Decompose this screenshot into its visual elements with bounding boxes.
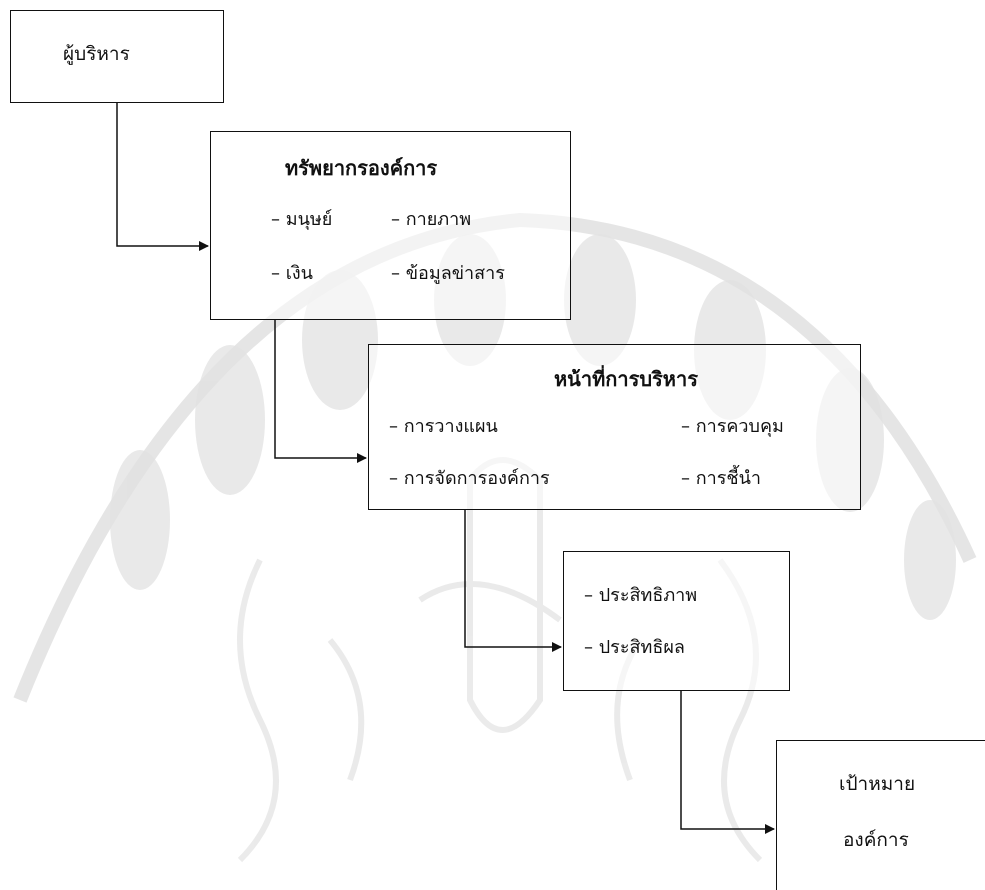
management-functions-title: หน้าที่การบริหาร: [554, 367, 698, 391]
connector-functions-to-outcomes: [464, 510, 562, 652]
outcome-item-effectiveness: – ประสิทธิผล: [584, 637, 685, 658]
goal-line-1: เป้าหมาย: [839, 773, 916, 795]
resources-title: ทรัพยากรองค์การ: [285, 156, 438, 180]
connector-resources-to-functions: [274, 320, 367, 463]
outcomes-box: – ประสิทธิภาพ – ประสิทธิผล: [563, 551, 790, 691]
executive-box: ผู้บริหาร: [10, 10, 224, 103]
resource-item-physical: – กายภาพ: [391, 209, 472, 230]
connector-outcomes-to-goal: [680, 691, 775, 834]
function-item-planning: – การวางแผน: [389, 416, 498, 437]
resource-item-information: – ข้อมูลข่าสาร: [391, 263, 505, 284]
resource-item-money: – เงิน: [271, 263, 313, 284]
executive-label: ผู้บริหาร: [63, 43, 130, 65]
resource-item-human: – มนุษย์: [271, 209, 333, 230]
function-item-leading: – การชี้นำ: [681, 468, 762, 489]
function-item-controlling: – การควบคุม: [681, 416, 784, 437]
resources-box: ทรัพยากรองค์การ – มนุษย์ – กายภาพ – เงิน…: [210, 131, 571, 320]
goal-line-2: องค์การ: [843, 829, 909, 851]
function-item-organizing: – การจัดการองค์การ: [389, 468, 550, 489]
management-functions-box: หน้าที่การบริหาร – การวางแผน – การควบคุม…: [368, 344, 861, 510]
organizational-goal-box: เป้าหมาย องค์การ: [776, 740, 985, 890]
connector-executive-to-resources: [116, 103, 209, 251]
outcome-item-efficiency: – ประสิทธิภาพ: [584, 585, 698, 606]
